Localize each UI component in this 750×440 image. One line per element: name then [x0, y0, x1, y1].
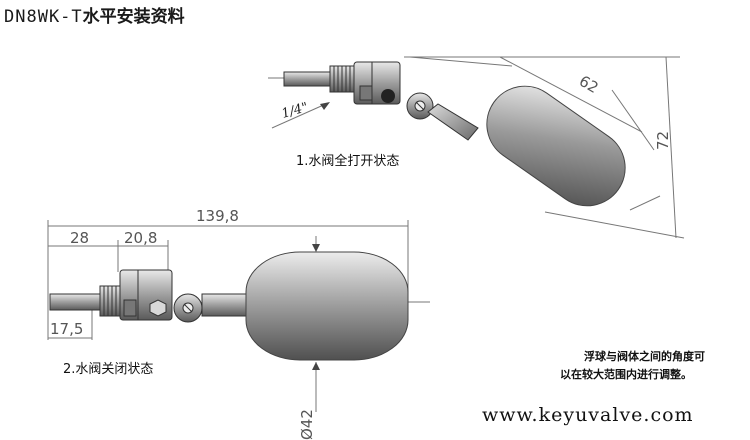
- model-number: DN8WK-T: [4, 7, 83, 27]
- valve-open-assembly: 1/4" 62 72: [268, 56, 685, 239]
- dim-width-open: 62: [576, 72, 602, 97]
- dim-diameter-closed: Ø42: [298, 409, 316, 440]
- website-url: www.keyuvalve.com: [482, 404, 694, 426]
- caption-closed-state: 2.水阀关闭状态: [63, 362, 154, 377]
- thread-size-text: 1/4": [280, 100, 310, 122]
- inlet-pipe-closed: [49, 293, 103, 311]
- caption-open-state: 1.水阀全打开状态: [296, 154, 400, 169]
- dim-height-open: 72: [654, 131, 672, 150]
- adjust-note-line2: 以在较大范围内进行调整。: [560, 368, 692, 381]
- hinge-open: [406, 92, 434, 120]
- title-text: 水平安装资料: [82, 7, 185, 27]
- float-arm-open: [427, 103, 479, 141]
- dim-20-8-text: 20,8: [124, 229, 157, 247]
- dim-28-text: 28: [70, 229, 89, 247]
- page-title: DN8WK-T水平安装资料: [4, 2, 185, 27]
- inlet-pipe-open: [283, 71, 331, 87]
- float-arm-closed: [201, 293, 251, 317]
- thread-section-open: [329, 65, 355, 93]
- hinge-closed: [173, 293, 203, 323]
- dim-17-5-text: 17,5: [50, 320, 83, 338]
- valve-body-open: [353, 61, 401, 105]
- float-ball-closed: [245, 251, 409, 361]
- thread-label-open: 1/4": [280, 100, 310, 122]
- dim-62-text: 62: [576, 72, 602, 97]
- dim-72-text: 72: [654, 131, 672, 150]
- float-ball-open: [486, 85, 626, 207]
- thread-section-closed: [99, 285, 121, 317]
- dim-total-text: 139,8: [196, 207, 239, 225]
- valve-body-closed: [119, 269, 173, 321]
- adjust-note-line1: 浮球与阀体之间的角度可: [584, 350, 705, 363]
- valve-closed-assembly: 139,8 28 20,8 17,5 Ø42: [47, 207, 430, 440]
- dim-42-text: Ø42: [298, 409, 316, 440]
